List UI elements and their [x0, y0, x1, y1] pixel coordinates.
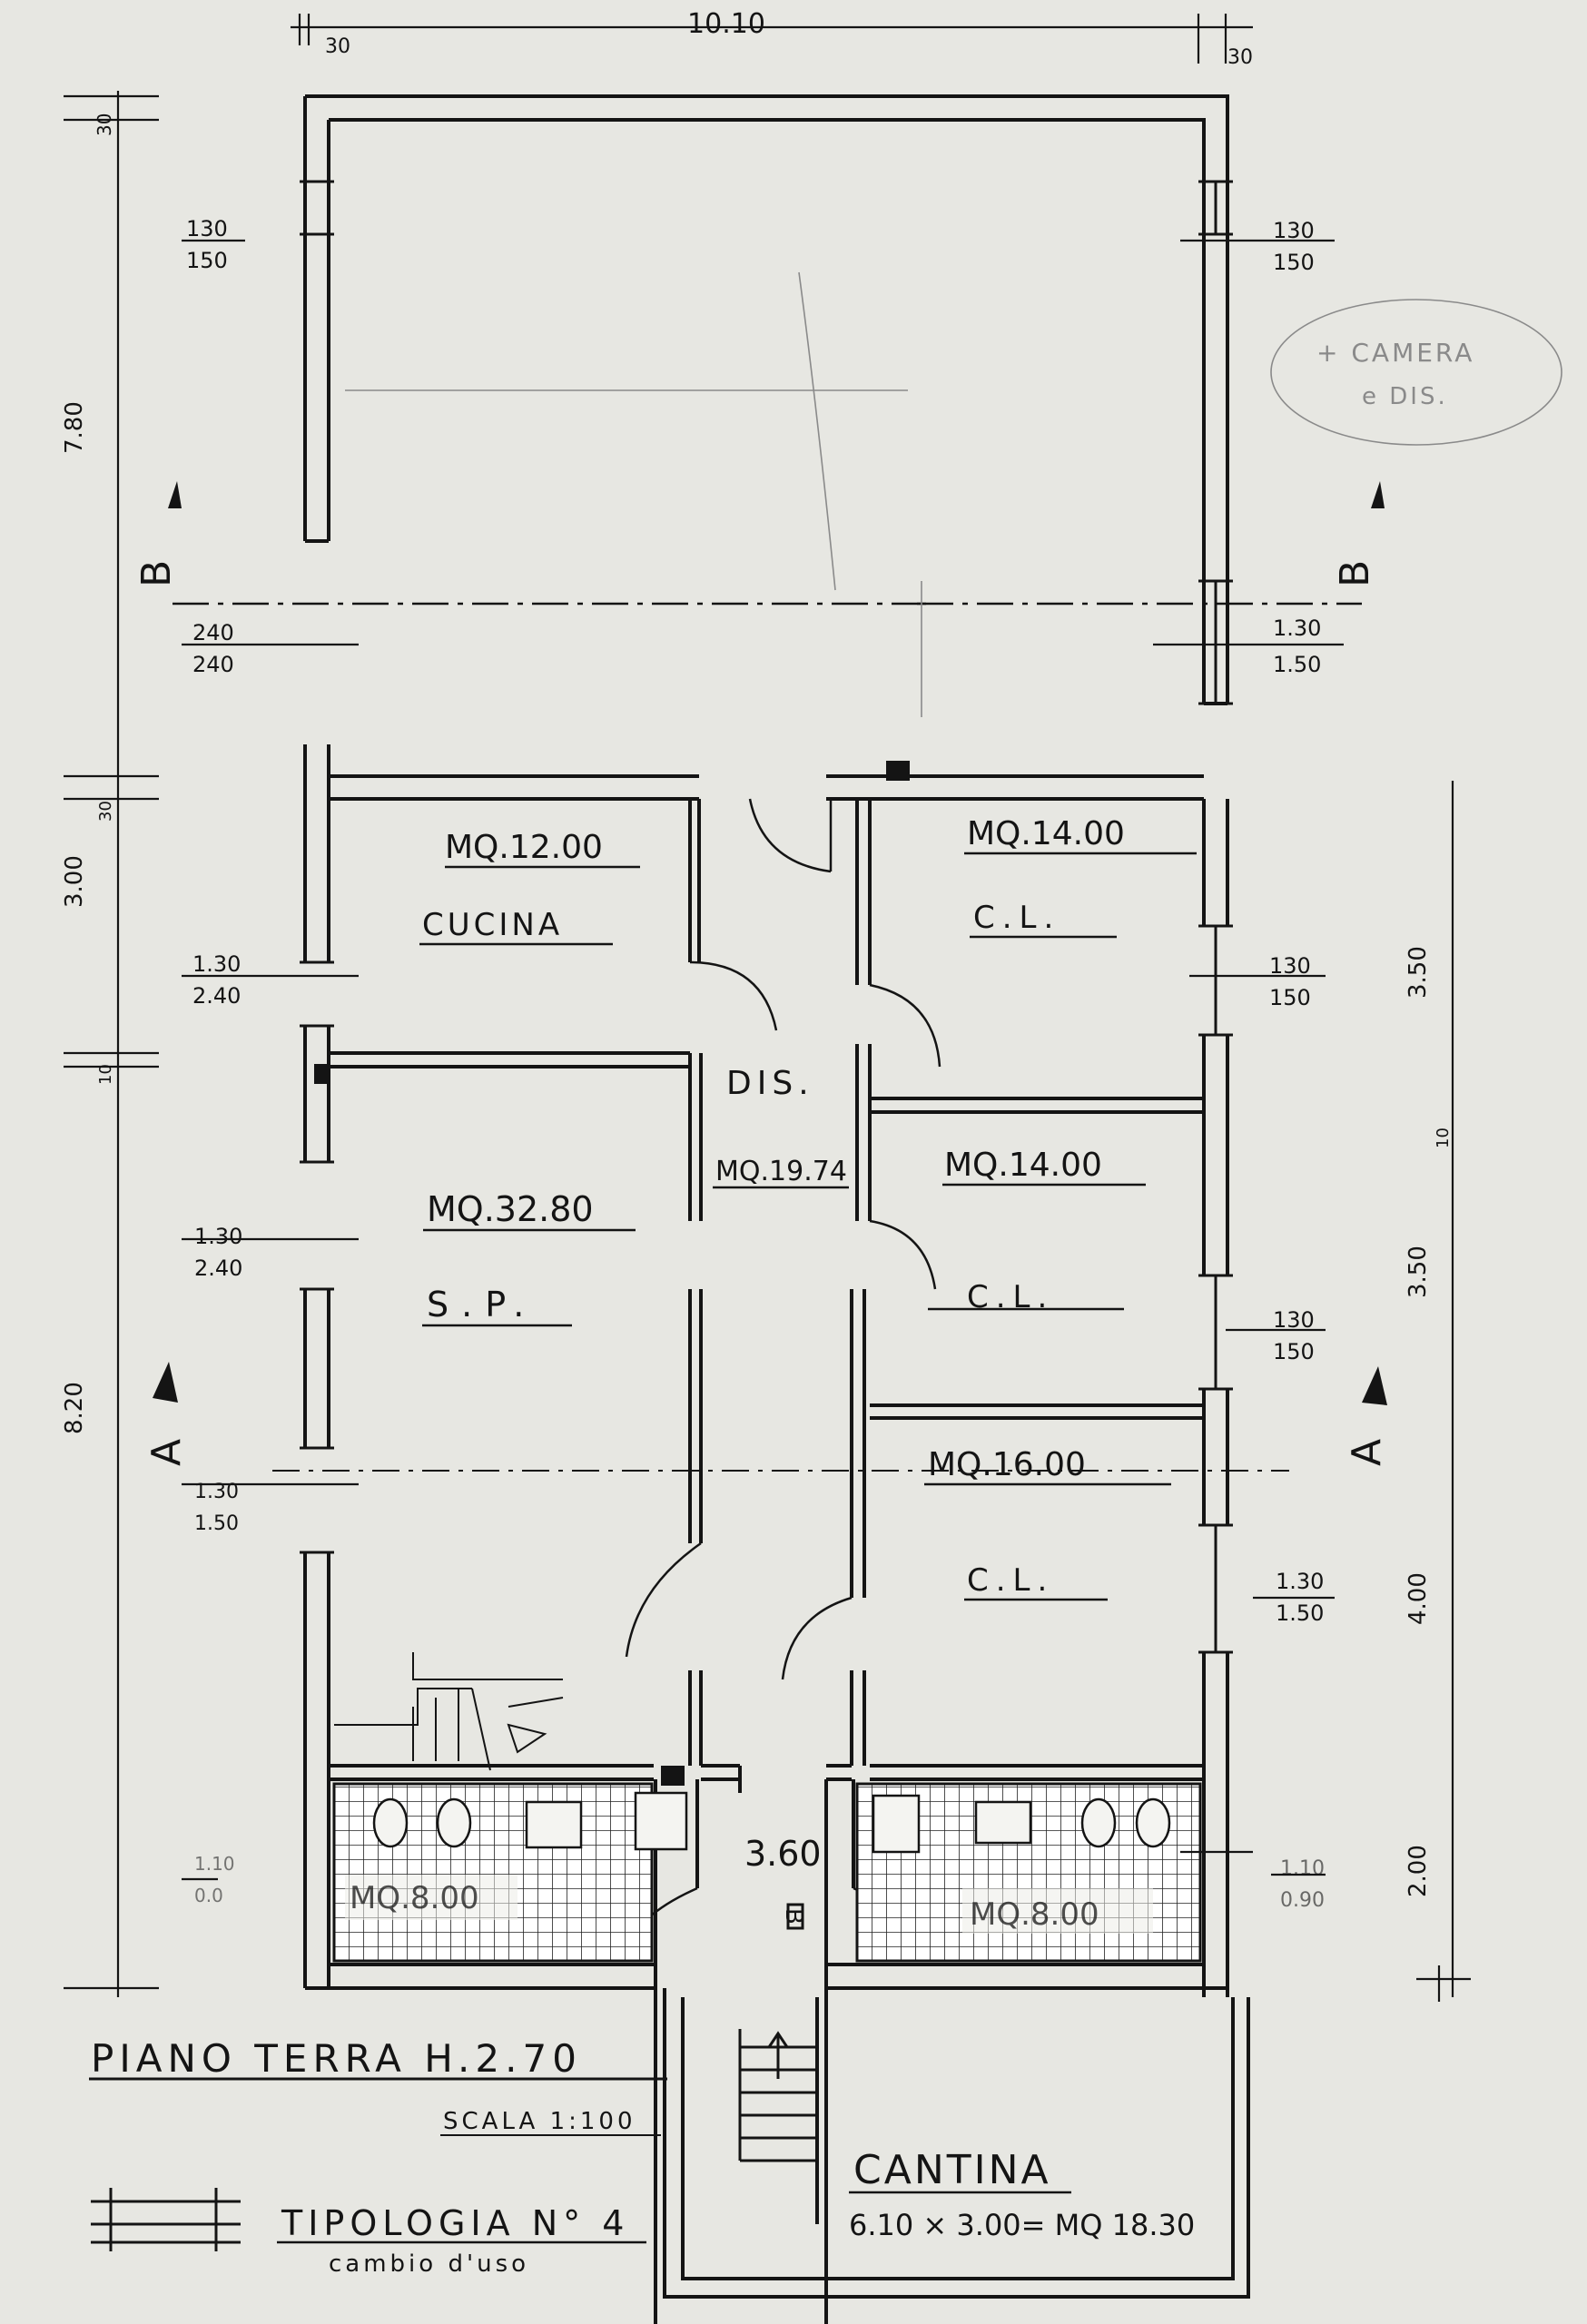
sp-name: S.P.: [427, 1285, 537, 1324]
scale-title: SCALA 1:100: [443, 2108, 636, 2135]
open-right-1-top: 130: [1273, 218, 1315, 243]
cl1-name: C.L.: [973, 900, 1060, 936]
dim-right-seg-1: 3.50: [1405, 946, 1432, 999]
dim-right-seg-4: 2.00: [1405, 1845, 1432, 1897]
dim-left-small-2: 10: [96, 1064, 115, 1085]
open-left-4-top: 1.30: [194, 1224, 242, 1249]
open-right-5-bot: 1.50: [1276, 1600, 1324, 1626]
open-left-1-bot: 150: [186, 248, 228, 273]
pencil-note-line2: e DIS.: [1362, 383, 1448, 410]
sanitary-fixtures: [372, 1791, 1171, 1854]
pencil-note-line1: + CAMERA: [1316, 338, 1474, 368]
open-left-5-top: 1.30: [194, 1481, 239, 1503]
open-right-2-bot: 1.50: [1273, 652, 1321, 677]
section-b-right: B: [1332, 560, 1378, 587]
open-left-6-bot: 0.0: [194, 1885, 223, 1906]
dim-wall-right: 30: [1227, 46, 1253, 69]
bath-left-area: MQ.8.00: [350, 1880, 479, 1916]
open-left-6-top: 1.10: [194, 1853, 235, 1875]
open-right-3-bot: 150: [1269, 985, 1311, 1010]
dim-left-seg-1: 7.80: [61, 401, 88, 454]
open-left-1-top: 130: [186, 216, 228, 241]
section-a-left: A: [143, 1439, 190, 1466]
section-a-right: A: [1344, 1439, 1390, 1466]
cl3-name: C.L.: [967, 1562, 1054, 1599]
typology-title: TIPOLOGIA N° 4: [281, 2203, 629, 2243]
stair-mark: B: [780, 1908, 807, 1925]
open-left-4-bot: 2.40: [194, 1256, 242, 1281]
window-jambs: [300, 180, 1233, 1654]
dim-left-seg-3: 8.20: [61, 1382, 88, 1434]
open-right-6-top: 1.10: [1280, 1857, 1325, 1880]
cantina-walls: [663, 1988, 1250, 2299]
dim-left-seg-2: 3.00: [61, 855, 88, 908]
entrance-stair: [738, 1903, 819, 2162]
open-right-4-top: 130: [1273, 1307, 1315, 1333]
cantina-name: CANTINA: [853, 2147, 1051, 2193]
floor-title: PIANO TERRA H.2.70: [91, 2036, 582, 2081]
open-left-3-bot: 2.40: [192, 983, 241, 1009]
open-right-1-bot: 150: [1273, 250, 1315, 275]
cl2-area: MQ.14.00: [944, 1147, 1102, 1184]
dim-right-seg-2: 3.50: [1405, 1246, 1432, 1298]
open-right-3-top: 130: [1269, 953, 1311, 979]
dimension-lines: [64, 14, 1471, 2002]
open-right-5-top: 1.30: [1276, 1569, 1324, 1594]
bath-left-label-bg: [345, 1875, 518, 1920]
bath-right-area: MQ.8.00: [970, 1896, 1099, 1933]
exterior-walls: [303, 94, 1229, 1997]
dim-right-small: 10: [1434, 1128, 1453, 1148]
title-marks: [91, 2188, 241, 2251]
structural-pillars: [314, 761, 910, 1786]
cucina-area: MQ.12.00: [445, 829, 603, 866]
section-arrows: [153, 481, 1387, 1405]
bath-right-label-bg: [962, 1888, 1153, 1934]
sp-area: MQ.32.80: [427, 1189, 594, 1229]
use-change-title: cambio d'uso: [329, 2250, 529, 2278]
open-left-2-top: 240: [192, 620, 234, 645]
cl3-area: MQ.16.00: [928, 1446, 1086, 1483]
interior-stair: [334, 1652, 564, 1771]
open-right-6-bot: 0.90: [1280, 1889, 1325, 1912]
pencil-lines: [345, 271, 1562, 717]
dim-right-seg-3: 4.00: [1405, 1572, 1432, 1625]
open-left-2-bot: 240: [192, 652, 234, 677]
dim-stair-width: 3.60: [744, 1834, 822, 1874]
open-right-4-bot: 150: [1273, 1339, 1315, 1364]
open-right-2-top: 1.30: [1273, 615, 1321, 641]
dis-area: MQ.19.74: [715, 1156, 847, 1187]
open-left-5-bot: 1.50: [194, 1512, 239, 1535]
cantina-calc: 6.10 × 3.00= MQ 18.30: [849, 2208, 1195, 2242]
section-b-left: B: [133, 560, 180, 587]
dim-top-wall: 30: [94, 113, 115, 136]
dim-left-small-1: 30: [96, 801, 115, 822]
dim-overall-width: 10.10: [687, 8, 765, 40]
cl1-area: MQ.14.00: [967, 815, 1125, 852]
dim-wall-left: 30: [325, 35, 350, 58]
dis-name: DIS.: [726, 1065, 814, 1102]
open-left-3-top: 1.30: [192, 951, 241, 977]
interior-walls: [329, 774, 1204, 2324]
cucina-name: CUCINA: [422, 907, 563, 943]
